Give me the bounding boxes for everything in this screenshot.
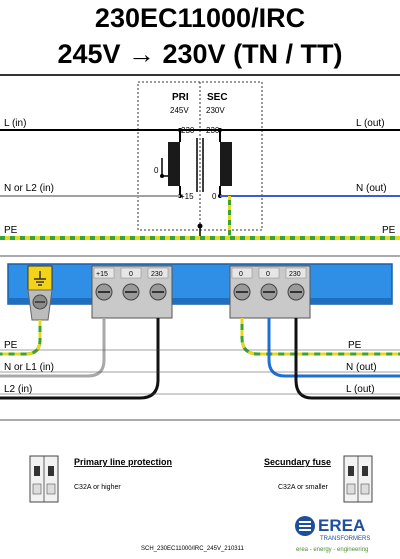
secondary-fuse-title: Secundary fuse [264, 457, 331, 467]
header: 230EC11000/IRC 245V → 230V (TN / TT) [0, 0, 400, 76]
primary-protection-rating: C32A or higher [74, 484, 121, 491]
wire-label-pe-right: PE [348, 340, 362, 351]
label-n-in: N or L2 (in) [4, 183, 54, 194]
output-wires [240, 318, 400, 400]
secondary-fuse-rating: C32A or smaller [278, 484, 328, 491]
wire-label-n-or-l1: N or L1 (in) [4, 362, 54, 373]
secondary-terminal-block: 0 0 230 [229, 265, 311, 319]
primary-terminal-block: +15 0 230 [91, 265, 173, 319]
primary-breaker-icon [29, 455, 59, 503]
primary-coil [168, 142, 180, 186]
label-l-in: L (in) [4, 118, 26, 129]
logo-name: EREA [318, 516, 365, 535]
sec-terminal-1: 0 [239, 271, 243, 278]
title-model: 230EC11000/IRC [94, 3, 306, 33]
sec-tap-0: 0 [212, 192, 217, 201]
pri-voltage: 245V [170, 106, 189, 115]
pri-label: PRI [172, 92, 189, 103]
pri-terminal-2: 0 [129, 271, 133, 278]
sec-voltage: 230V [206, 106, 225, 115]
line-phase: L (in) L (out) [0, 118, 400, 131]
sec-earth-bond [228, 196, 231, 238]
pri-terminal-3: 230 [151, 271, 163, 278]
wire-label-l-out: L (out) [346, 384, 375, 395]
line-neutral: N or L2 (in) N (out) [0, 183, 400, 197]
wire-label-pe-left: PE [4, 340, 18, 351]
line-pe: PE PE [0, 225, 400, 240]
pri-terminal-1: +15 [96, 271, 108, 278]
label-pe-right: PE [382, 225, 396, 236]
earth-terminal [27, 265, 53, 321]
logo-tagline: erea - energy - engineering [296, 547, 368, 553]
title-voltage: 245V → 230V (TN / TT) [57, 39, 343, 69]
primary-protection-title: Primary line protection [74, 457, 172, 467]
logo-subtitle: TRANSFORMERS [320, 536, 370, 542]
wire-label-l2: L2 (in) [4, 384, 32, 395]
label-pe-left: PE [4, 225, 18, 236]
transformer-schematic: PRI 245V SEC 230V 230 +15 0 230 0 [137, 81, 263, 231]
doc-code: SCH_230EC11000/IRC_245V_210311 [141, 546, 245, 552]
sec-label: SEC [207, 92, 228, 103]
label-l-out: L (out) [356, 118, 385, 129]
sec-terminal-2: 0 [266, 271, 270, 278]
pri-tap-plus15: +15 [180, 192, 194, 201]
secondary-coil [220, 142, 232, 186]
sec-terminal-3: 230 [289, 271, 301, 278]
secondary-breaker-icon [343, 455, 373, 503]
erea-logo: EREA TRANSFORMERS erea - energy - engine… [295, 516, 370, 553]
pri-tap-0: 0 [154, 166, 159, 175]
wiring-diagram: PRI 245V SEC 230V 230 +15 0 230 0 L (in)… [0, 81, 400, 553]
wire-label-n-out: N (out) [346, 362, 377, 373]
label-n-out: N (out) [356, 183, 387, 194]
